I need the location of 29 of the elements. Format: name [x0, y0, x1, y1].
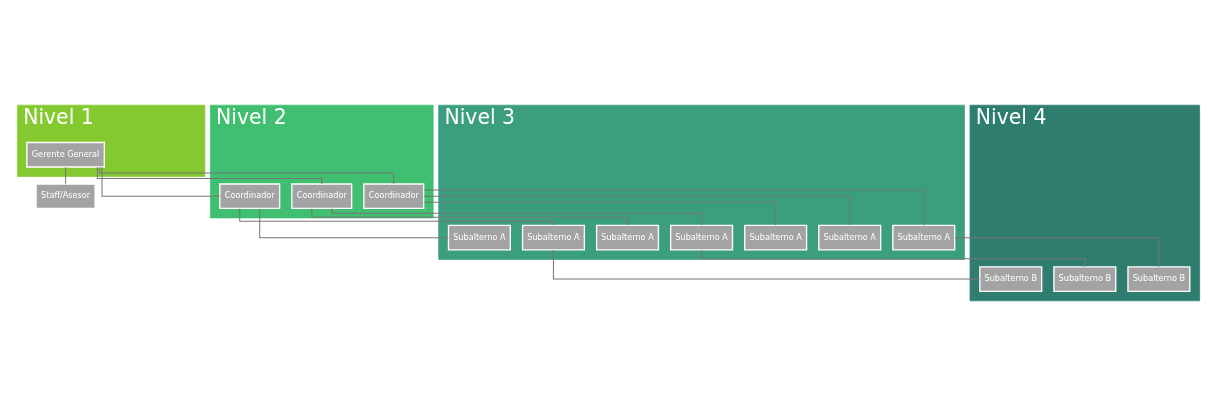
connector	[96, 166, 323, 185]
node-box: Subalterno B	[1127, 266, 1191, 292]
node-box: Subalterno A	[595, 224, 660, 251]
node-box: Subalterno B	[979, 266, 1043, 292]
node-box: Subalterno A	[521, 224, 586, 251]
connector	[259, 208, 449, 239]
connector	[331, 208, 703, 226]
connector	[423, 189, 925, 226]
connector	[65, 166, 67, 185]
connector	[99, 166, 395, 185]
connector	[311, 207, 629, 226]
connector	[423, 195, 851, 226]
connector	[954, 237, 1160, 268]
node-box: Coordinador	[219, 183, 281, 210]
connector	[239, 207, 554, 226]
node-box: Subalterno A	[744, 224, 808, 251]
connector	[423, 201, 777, 226]
node-box: Gerente General	[26, 141, 105, 168]
node-box: Coordinador	[291, 183, 353, 210]
connector	[552, 249, 981, 280]
node-box: Coordinador	[363, 183, 425, 210]
node-box: Subalterno B	[1053, 266, 1117, 292]
node-box: Subalterno A	[818, 224, 882, 251]
node-box: Subalterno A	[670, 224, 734, 251]
connector	[701, 249, 1086, 268]
connector	[101, 166, 221, 197]
node-box: Subalterno A	[892, 224, 956, 251]
node-box: Subalterno A	[447, 224, 511, 251]
node-box: Staff/Asesor	[35, 183, 96, 210]
